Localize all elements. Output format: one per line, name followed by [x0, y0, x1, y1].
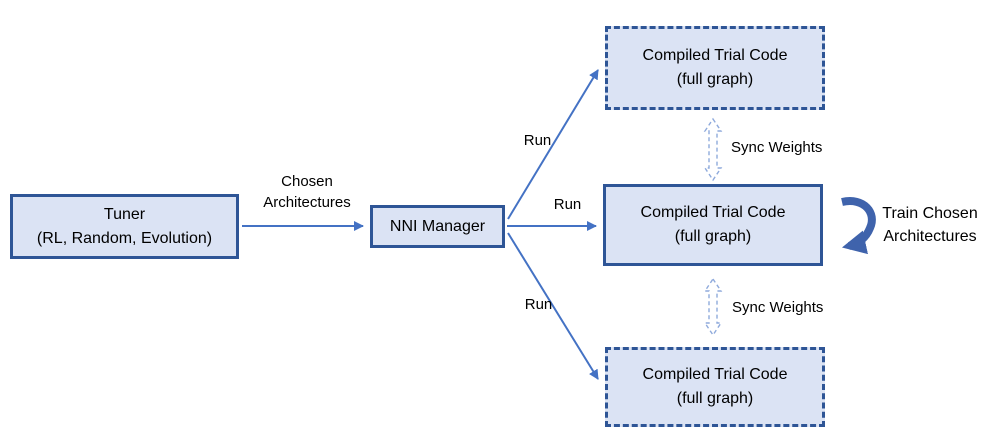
sync-weights-arrow-bottom [703, 277, 723, 337]
label-sync-weights-bottom: Sync Weights [732, 299, 824, 316]
label-run-top: Run [523, 132, 552, 149]
label-train-chosen-architectures: Train Chosen Architectures [882, 205, 978, 245]
label-run-bottom: Run [524, 296, 553, 313]
node-trial-bottom: Compiled Trial Code (full graph) [605, 347, 825, 427]
sync-weights-arrow-top [703, 117, 723, 182]
label-sync-weights-top: Sync Weights [731, 139, 823, 156]
label-chosen-architectures: Chosen Architectures [263, 173, 351, 211]
node-trial-top: Compiled Trial Code (full graph) [605, 26, 825, 110]
node-nni-manager: NNI Manager [370, 205, 505, 248]
node-trial-middle: Compiled Trial Code (full graph) [603, 184, 823, 266]
node-tuner: Tuner (RL, Random, Evolution) [10, 194, 239, 259]
label-run-middle: Run [553, 196, 582, 213]
train-loop-arrow [841, 197, 876, 255]
